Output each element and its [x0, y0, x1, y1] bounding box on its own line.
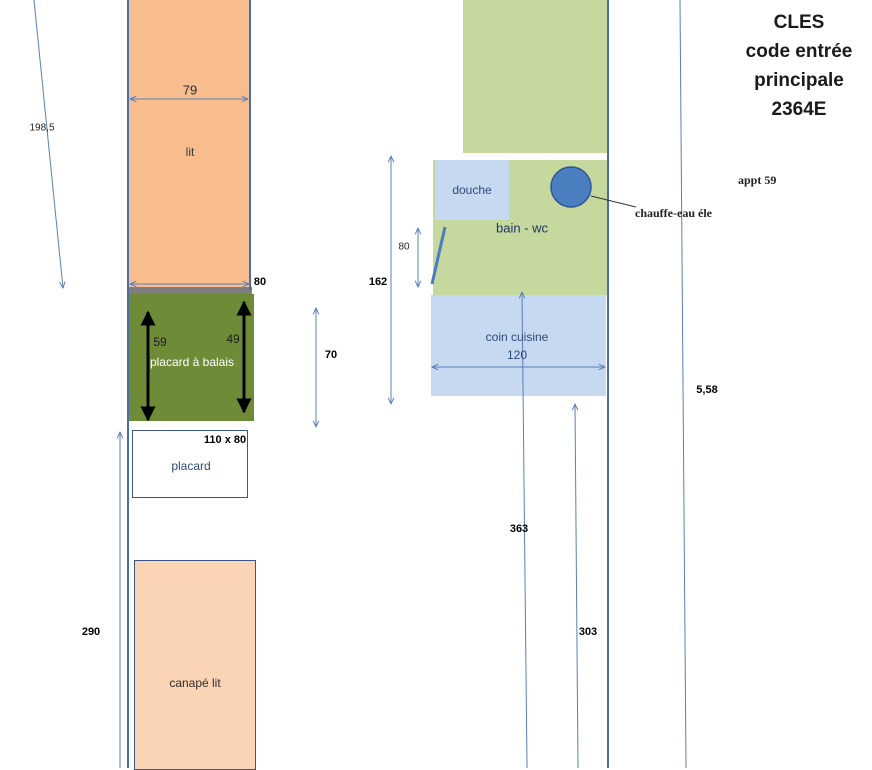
bed-divider [127, 287, 252, 294]
bath-wc-label: bain - wc [495, 220, 549, 236]
keys-info: CLES code entrée principale 2364E [724, 8, 872, 124]
bed-rect [129, 0, 250, 287]
sofa-bed-label: canapé lit [169, 676, 221, 690]
keys-line-4: 2364E [771, 99, 827, 120]
dim-total-height: 5,58 [696, 384, 718, 396]
sofa-bed-rect [134, 560, 256, 770]
keys-line-3: principale [754, 70, 844, 91]
broom-closet-label: placard à balais [149, 355, 235, 369]
shower-rect [435, 160, 509, 220]
water-heater-label: chauffe-eau éle [635, 206, 712, 220]
dim-door-width: 80 [398, 241, 410, 253]
closet-label: placard [171, 459, 211, 473]
dim-lower-left: 290 [81, 626, 101, 638]
apartment-label: appt 59 [738, 173, 777, 187]
shower-label: douche [452, 183, 492, 197]
dim-broom-height: 70 [324, 349, 338, 361]
water-heater-icon [550, 166, 592, 208]
dim-right-lower-a: 363 [509, 523, 529, 535]
closet-rect [132, 430, 248, 498]
dim-bed-width: 79 [182, 82, 198, 98]
dim-bath-height: 162 [368, 276, 388, 288]
dim-broom-right: 49 [226, 332, 240, 346]
kitchen-rect [431, 295, 606, 396]
bed-label: lit [185, 145, 195, 159]
dim-closet-size: 110 x 80 [203, 434, 247, 446]
dim-broom-left: 59 [153, 335, 167, 349]
dim-right-lower-b: 303 [578, 626, 598, 638]
keys-line-2: code entrée [745, 41, 853, 62]
keys-line-1: CLES [773, 12, 825, 33]
dim-bed-length: 198,5 [29, 122, 55, 134]
door-swing [430, 226, 447, 285]
upper-room-rect [463, 0, 607, 153]
dim-bed-bottom: 80 [253, 276, 267, 288]
dim-kitchen-width: 120 [506, 348, 528, 362]
kitchen-label: coin cuisine [485, 330, 549, 344]
